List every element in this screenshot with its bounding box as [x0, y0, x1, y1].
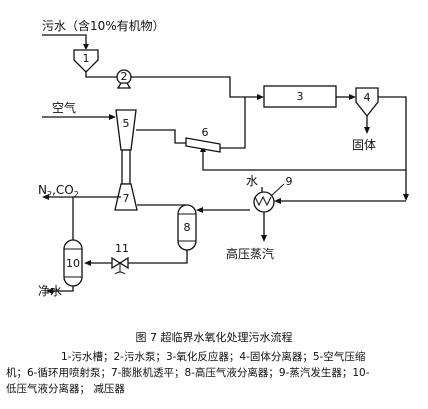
leader-line	[270, 183, 285, 197]
figure-caption: 图 7 超临界水氧化处理污水流程 1-污水槽；2-污水泵；3-氧化反应器；4-固…	[0, 330, 428, 397]
label-11: 11	[115, 242, 129, 255]
arrow	[274, 198, 281, 204]
arrow	[84, 260, 91, 266]
arrow	[403, 194, 409, 201]
arrow	[42, 194, 49, 200]
coil-icon	[254, 195, 272, 207]
legend-line-3: 低压气液分离器； 减压器	[6, 383, 125, 395]
separator-to-valve-line	[128, 250, 188, 264]
arrow	[364, 127, 370, 134]
compressor-shaft	[121, 149, 131, 185]
separator-outlet-line	[378, 96, 407, 195]
arrow	[257, 94, 264, 100]
label-7: 7	[123, 192, 130, 205]
tank-to-pump-line	[85, 72, 118, 78]
expander-turbine	[114, 183, 138, 211]
arrow	[46, 288, 53, 294]
label-9: 9	[286, 175, 293, 188]
arrow	[109, 114, 116, 120]
solids-label: 固体	[352, 138, 376, 152]
arrow	[261, 235, 267, 242]
arrow	[349, 94, 356, 100]
wastewater-tank	[73, 49, 99, 73]
label-4: 4	[364, 91, 371, 104]
caption-title: 图 7 超临界水氧化处理污水流程	[135, 331, 293, 344]
arrow	[196, 207, 203, 213]
air-label: 空气	[52, 100, 76, 115]
ejector-pump	[185, 137, 221, 153]
legend-line-2: 机；6-循环用喷射泵；7-膨胀机透平；8-高压气液分离器；9-蒸汽发生器；10-	[6, 367, 370, 379]
pump-to-reactor-line	[131, 76, 258, 98]
water-input-label: 水	[246, 174, 258, 188]
label-10: 10	[66, 257, 80, 270]
label-3: 3	[297, 90, 304, 103]
valve-handle	[114, 271, 126, 275]
clean-water-outlet-line	[52, 286, 74, 292]
hp-steam-label: 高压蒸汽	[226, 246, 274, 261]
wastewater-label: 污水（含10%有机物）	[42, 18, 165, 33]
arrow	[83, 44, 89, 50]
pump-base	[116, 82, 132, 89]
compressor-to-ejector-line	[136, 129, 186, 144]
solid-separator	[355, 87, 379, 118]
label-5: 5	[123, 117, 130, 130]
label-8: 8	[184, 221, 191, 234]
caption-legend: 1-污水槽；2-污水泵；3-氧化反应器；4-固体分离器；5-空气压缩 机；6-循…	[0, 349, 428, 397]
label-1: 1	[83, 52, 90, 65]
gas-output-label: N2,CO2	[38, 183, 79, 199]
label-2: 2	[121, 70, 128, 83]
process-flow-diagram: 污水（含10%有机物） 1 2 3 4 固体 空气 5 6 7 N2,CO2	[38, 18, 409, 298]
air-compressor	[115, 109, 137, 151]
ejector-to-reactor-line	[220, 97, 246, 149]
legend-line-1: 1-污水槽；2-污水泵；3-氧化反应器；4-固体分离器；5-空气压缩	[61, 351, 366, 363]
recycle-line	[202, 150, 406, 171]
wastewater-inlet-line	[42, 34, 87, 45]
label-6: 6	[202, 126, 209, 139]
